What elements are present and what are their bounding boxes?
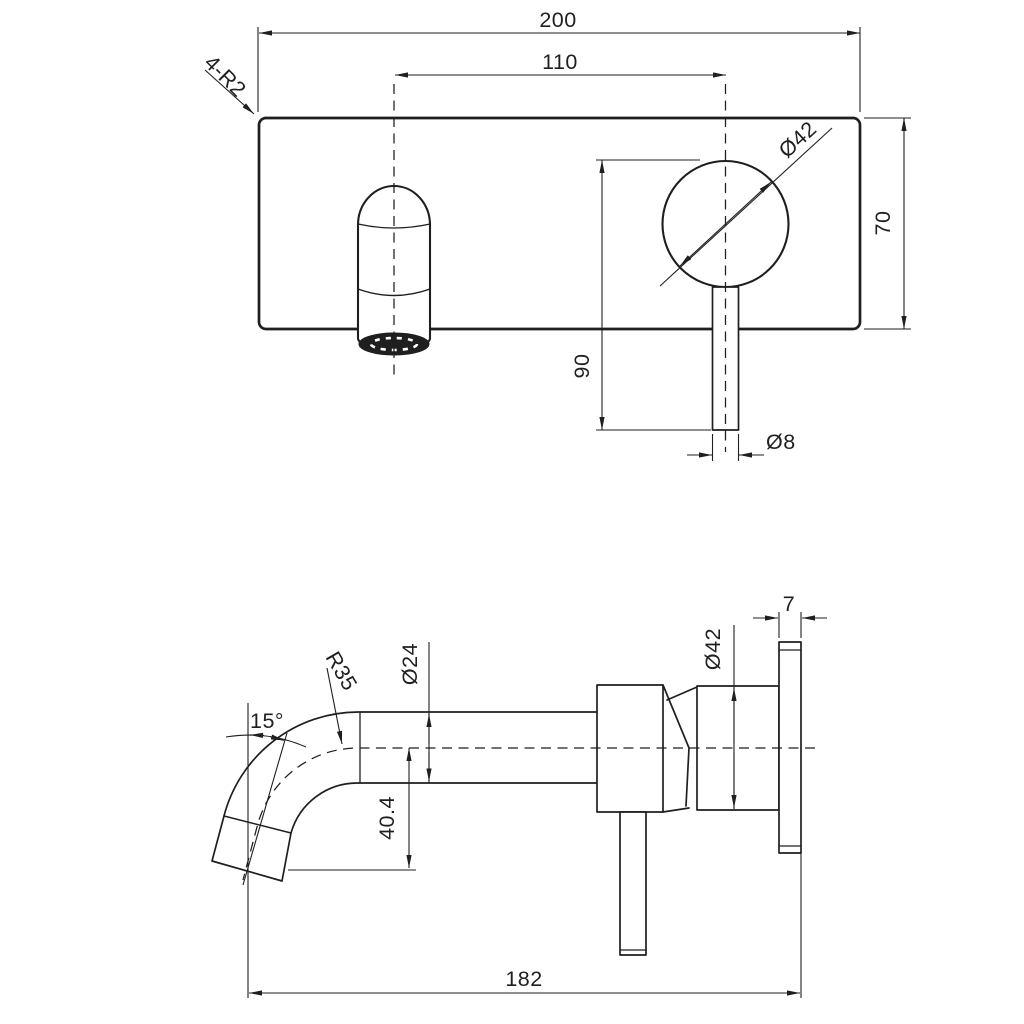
dim-plate-width-label: 200 bbox=[539, 8, 576, 32]
dim-body-diameter: Ø42 bbox=[701, 625, 737, 809]
dim-lever-diameter-label: Ø8 bbox=[766, 430, 796, 454]
dim-handle-drop: 90 bbox=[570, 159, 711, 431]
dim-corner-radius-label: 4-R2 bbox=[199, 51, 250, 102]
spout-cap-edge bbox=[357, 223, 431, 229]
dim-centers-spacing: 110 bbox=[395, 50, 726, 78]
front-view: 200 110 4-R2 Ø42 70 bbox=[199, 8, 911, 461]
dim-plate-height: 70 bbox=[864, 117, 911, 330]
dim-projection-label: 182 bbox=[505, 967, 542, 991]
dim-outlet-drop-label: 40.4 bbox=[375, 796, 399, 840]
tube-centerline bbox=[242, 747, 815, 881]
dim-spout-diameter-label: Ø24 bbox=[398, 643, 422, 685]
body-chamfer-edge bbox=[666, 686, 698, 701]
spout-axis-line bbox=[242, 732, 288, 886]
dim-spout-angle-label: 15° bbox=[250, 709, 284, 733]
dim-bend-radius-label: R35 bbox=[321, 648, 362, 695]
dim-corner-radius: 4-R2 bbox=[199, 51, 255, 115]
dim-plate-height-label: 70 bbox=[871, 211, 895, 236]
body-bottom-edge bbox=[662, 807, 690, 813]
angle-arc bbox=[225, 734, 307, 748]
dim-projection: 182 bbox=[249, 967, 800, 996]
dim-plate-width: 200 bbox=[257, 8, 861, 112]
dim-centers-spacing-label: 110 bbox=[542, 50, 578, 74]
handle-lever-side bbox=[619, 811, 647, 956]
dim-plate-thickness-label: 7 bbox=[783, 592, 795, 616]
dim-lever-diameter: Ø8 bbox=[687, 430, 796, 461]
dim-outlet-drop: 40.4 bbox=[288, 748, 416, 871]
dim-plate-thickness: 7 bbox=[753, 592, 827, 638]
dim-spout-angle: 15° bbox=[225, 703, 307, 998]
body-cone-edge bbox=[662, 684, 690, 807]
side-view: 15° R35 Ø24 40.4 Ø42 bbox=[211, 592, 827, 998]
dim-handle-drop-label: 90 bbox=[570, 354, 594, 379]
valve-body-side bbox=[596, 684, 780, 956]
wall-plate-side bbox=[778, 641, 802, 998]
spout-shell-edge bbox=[357, 288, 431, 297]
aerator-joint-line bbox=[223, 815, 292, 834]
dim-spout-diameter: Ø24 bbox=[398, 642, 432, 783]
dim-body-diameter-label: Ø42 bbox=[701, 628, 725, 670]
